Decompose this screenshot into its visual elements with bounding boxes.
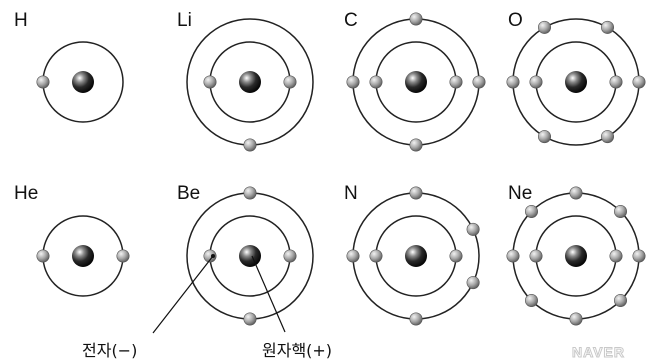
leader-endpoint-dot [211,254,215,258]
electron [243,138,257,152]
electron [369,249,383,263]
electron [632,75,646,89]
nucleus-annotation: 원자핵(+) [262,341,332,360]
electron [409,12,423,26]
electron [609,249,623,263]
electron-leader-line [152,255,214,334]
electron [449,249,463,263]
electron [243,312,257,326]
electron-annotation: 전자(−) [82,341,137,360]
electron [569,186,583,200]
atom-ne: Ne [506,183,646,326]
atom-o: O [506,10,646,146]
atom-symbol: O [508,10,523,31]
electron [524,293,538,307]
nucleus [565,71,587,93]
electron [116,249,130,263]
nucleus [239,71,261,93]
nucleus [405,71,427,93]
nucleus-leader-line [251,255,286,333]
atom-symbol: Ne [508,183,532,204]
electron [600,20,614,34]
electron [243,186,257,200]
electron [409,312,423,326]
nucleus [405,245,427,267]
electron [609,75,623,89]
atom-li: Li [177,10,314,152]
atom-h: H [14,10,124,123]
electron [537,130,551,144]
electron [506,249,520,263]
electron [346,249,360,263]
electron [283,249,297,263]
electron [36,75,50,89]
electron [346,75,360,89]
electron [283,75,297,89]
electron [203,249,217,263]
electron [472,75,486,89]
electron [466,222,480,236]
atom-be: Be [177,183,314,326]
atom-symbol: H [14,10,28,31]
atom-symbol: C [344,10,358,31]
electron [36,249,50,263]
electron [613,205,627,219]
electron [506,75,520,89]
electron [529,75,543,89]
electron [600,130,614,144]
atom-symbol: Li [177,10,192,31]
atom-n: N [344,183,480,326]
electron [569,312,583,326]
atom-symbol: He [14,183,38,204]
nucleus [239,245,261,267]
atom-c: C [344,10,486,152]
electron [466,276,480,290]
electron [524,205,538,219]
electron [537,20,551,34]
electron [203,75,217,89]
nucleus [72,245,94,267]
nucleus [72,71,94,93]
watermark-logo: NAVER [572,344,625,360]
atom-he: He [14,183,130,297]
atom-symbol: Be [177,183,200,204]
electron [613,293,627,307]
nucleus [565,245,587,267]
electron [529,249,543,263]
electron [409,186,423,200]
electron [409,138,423,152]
electron [449,75,463,89]
electron [369,75,383,89]
atom-symbol: N [344,183,358,204]
electron [632,249,646,263]
